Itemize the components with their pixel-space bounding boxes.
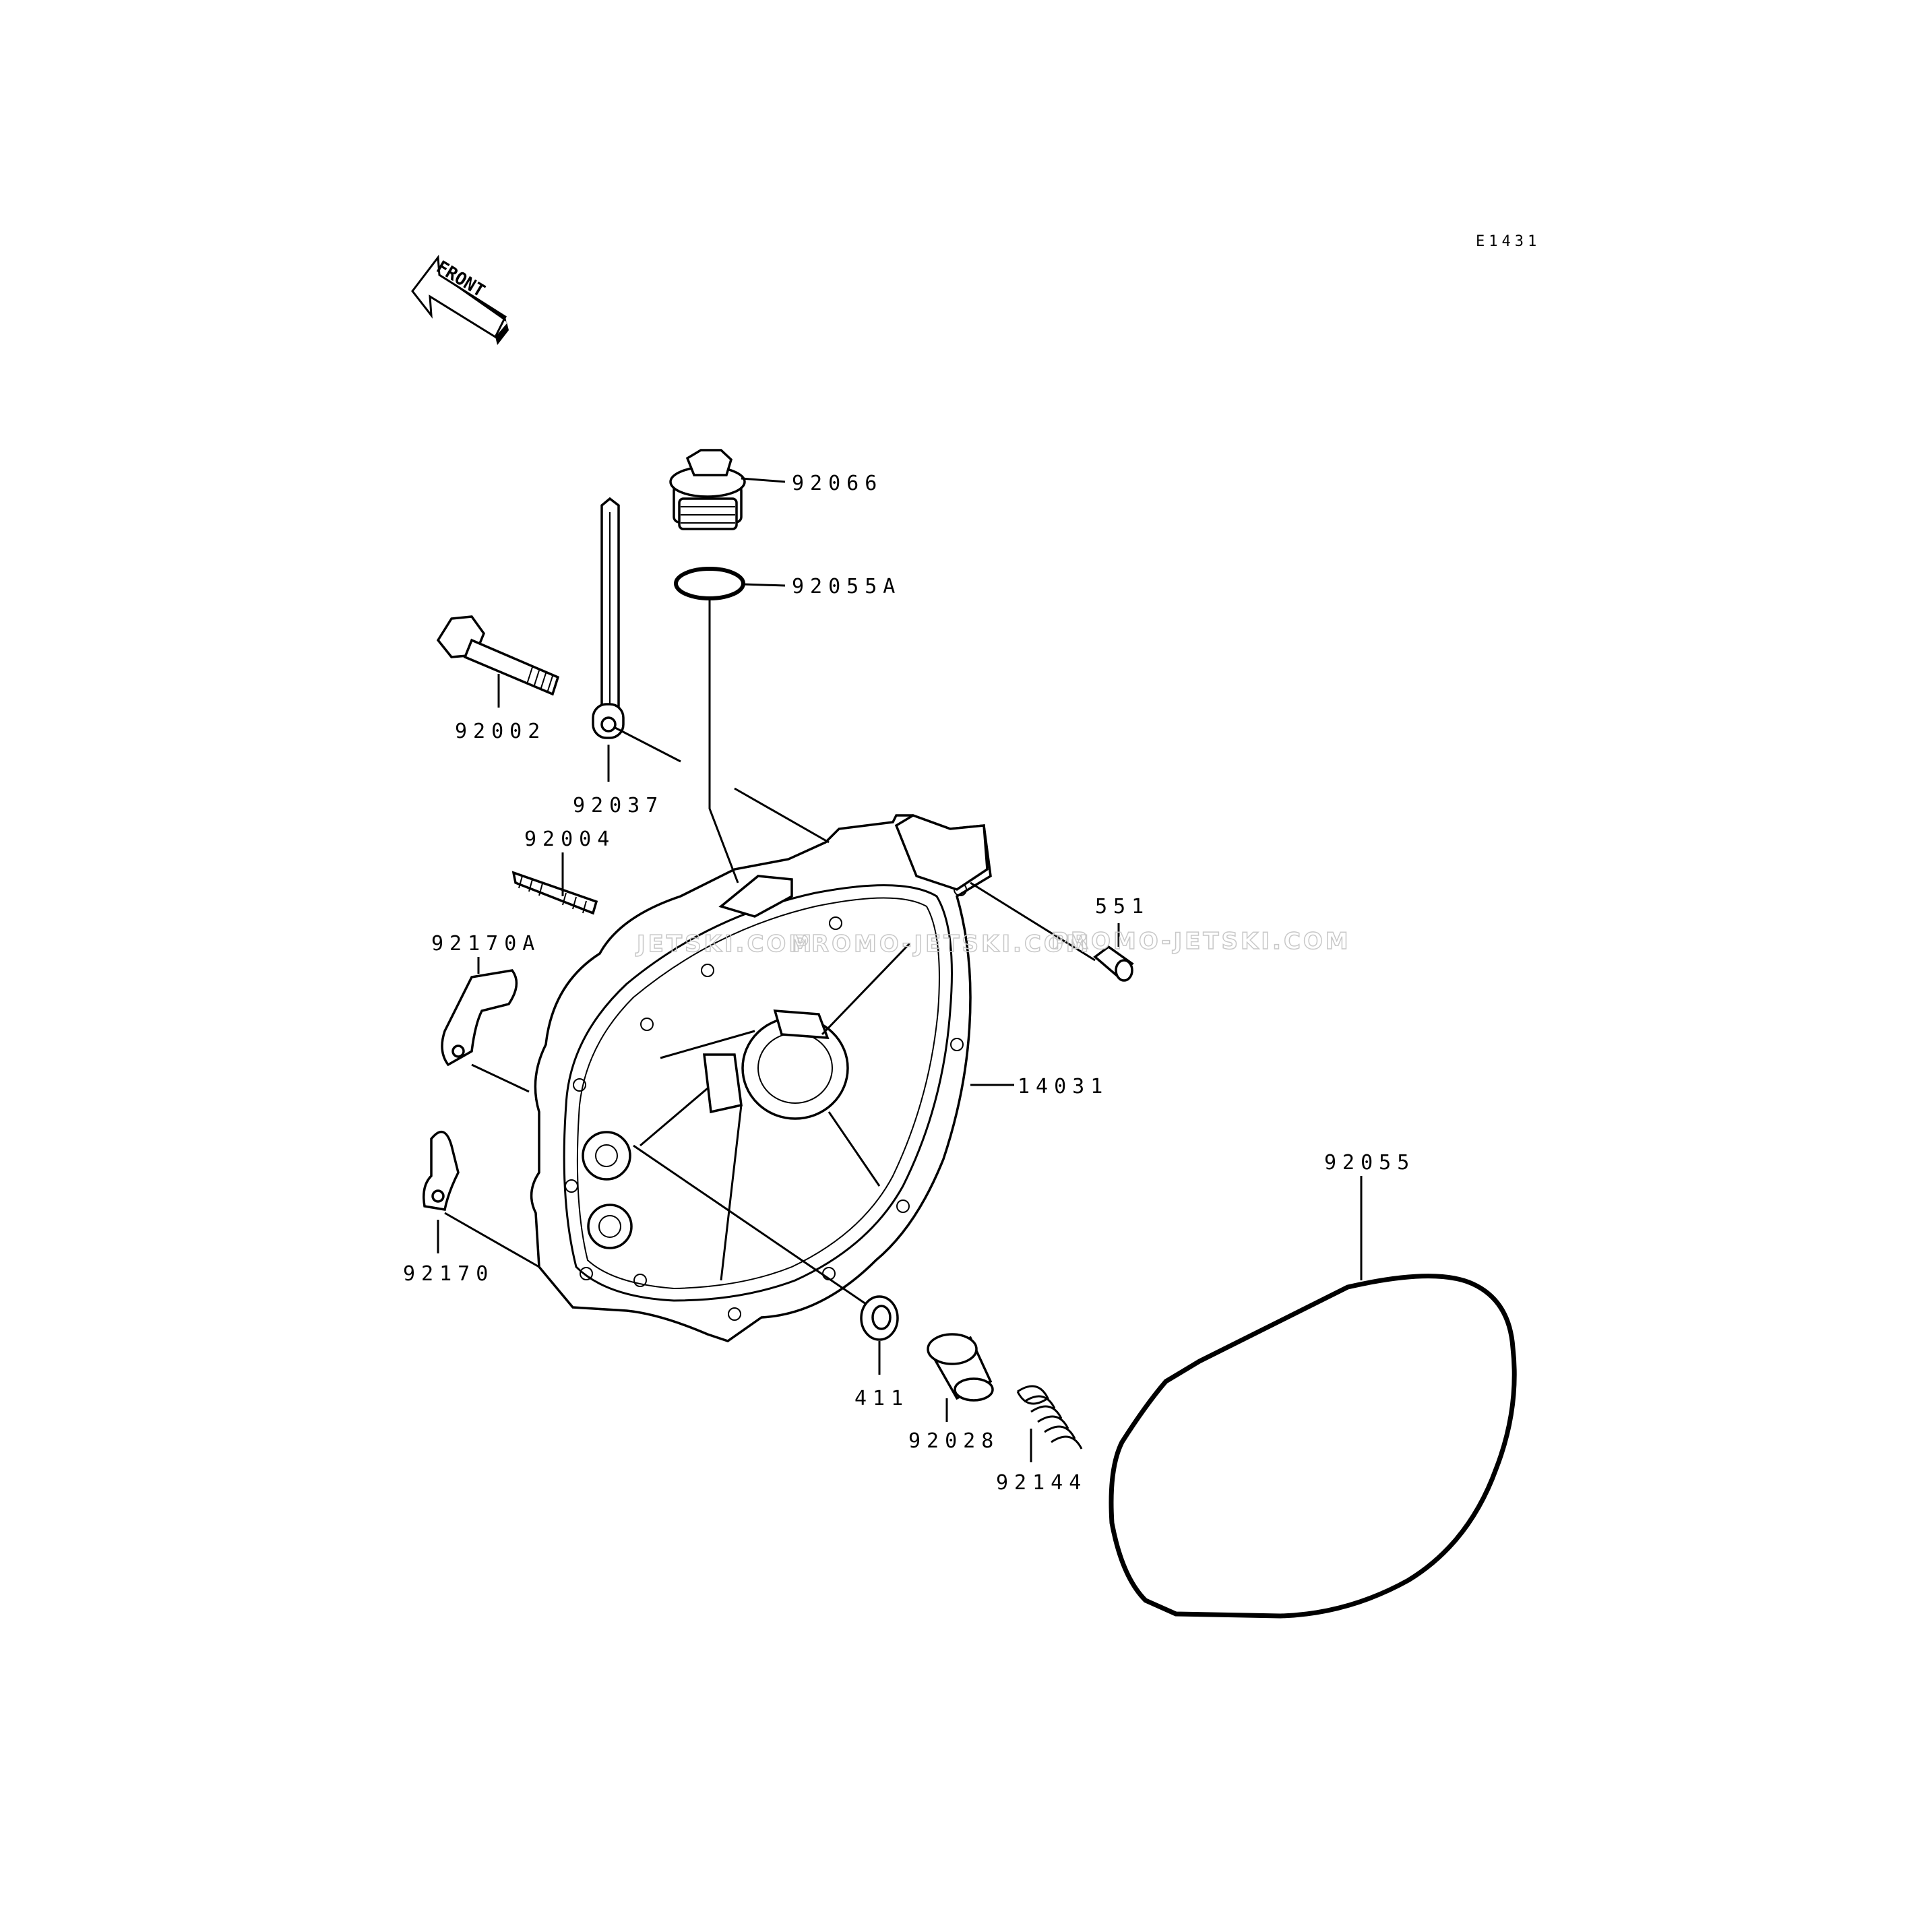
clamp-92170	[423, 1130, 460, 1212]
label-92055a: 92055A	[792, 575, 901, 598]
oring-92055a	[674, 567, 745, 600]
diagram-code: E1431	[1476, 233, 1540, 250]
watermark-3: PROMO-JETSKI.COM	[1051, 928, 1351, 955]
gasket-92055	[1109, 1274, 1517, 1619]
collar-92028	[927, 1333, 994, 1402]
label-92170a: 92170A	[431, 932, 540, 956]
label-92004: 92004	[524, 828, 615, 851]
label-92055: 92055	[1324, 1151, 1415, 1175]
washer-411	[860, 1295, 899, 1341]
plug-92066	[669, 449, 746, 530]
label-92170: 92170	[403, 1262, 494, 1286]
dipstick-92037	[592, 497, 625, 739]
label-411: 411	[854, 1387, 909, 1410]
watermark-1: JETSKI.COM	[635, 931, 814, 958]
label-551: 551	[1095, 895, 1150, 918]
label-92066: 92066	[792, 472, 883, 495]
label-14031: 14031	[1018, 1075, 1109, 1098]
watermark-2: PROMO-JETSKI.COM	[792, 931, 1092, 958]
spring-92144	[1016, 1385, 1083, 1450]
cover-14031	[530, 814, 992, 1342]
label-92028: 92028	[908, 1429, 999, 1453]
front-arrow-icon: FRONT	[411, 254, 509, 345]
label-92144: 92144	[996, 1471, 1087, 1495]
label-92002: 92002	[455, 720, 546, 743]
clamp-92170a	[441, 969, 518, 1067]
bolt-92002	[436, 615, 560, 696]
dowel-551	[1093, 945, 1134, 982]
leader-lines	[437, 477, 1363, 1462]
stud-92004	[511, 871, 598, 915]
front-label: FRONT	[433, 257, 489, 301]
label-92037: 92037	[573, 794, 664, 817]
